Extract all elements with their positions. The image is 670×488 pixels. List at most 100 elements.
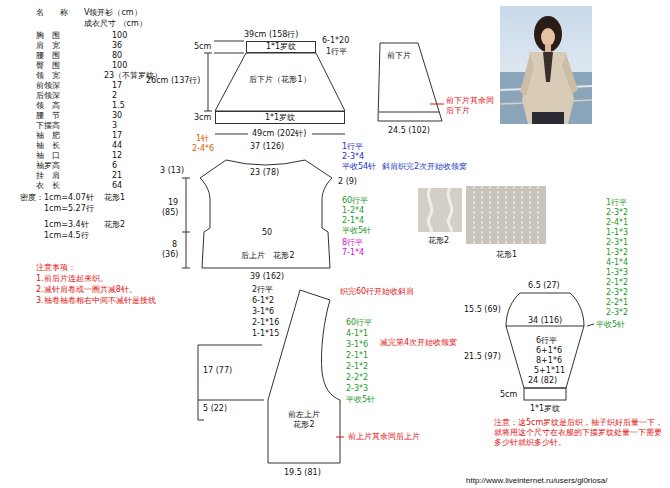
table-cell: 袖 肥	[36, 131, 60, 141]
dimension-label: 17 (77)	[203, 366, 232, 376]
piece-label: 5+1*11	[534, 366, 565, 376]
shaping-instruction: 4-1*1	[346, 329, 368, 339]
shaping-instruction: 6-1*20	[322, 36, 349, 46]
table-cell: 100	[112, 61, 127, 71]
dimension-label: 21.5 (97)	[464, 352, 501, 362]
front-upper-outline	[198, 290, 344, 463]
sleeve-piece: 34 (116)6行平6+1*68+1*65+1*1124 (82)	[506, 293, 584, 388]
table-cell: 1cm=5.27行	[44, 204, 94, 214]
piece-label: 花形2	[293, 420, 314, 430]
note-text: 织完60行开始收斜肩	[340, 287, 414, 297]
note-text: 1.前后片连起来织。	[36, 274, 108, 284]
watermark-text: http://www.liveinternet.ru/users/gl0rios…	[466, 476, 607, 486]
shaping-instruction: 2-1*1	[346, 351, 368, 361]
dimension-label: (85)	[162, 208, 178, 218]
shaping-instruction: 2-3*2	[606, 308, 628, 318]
table-cell: 44	[112, 141, 122, 151]
shaping-instruction: 2行平	[252, 285, 273, 295]
shaping-instruction: 2-3*2	[606, 288, 628, 298]
back-upper-outline	[182, 160, 332, 268]
piece-label: 前下片	[387, 51, 411, 61]
shaping-instruction: 1行平	[606, 198, 627, 208]
garment-piece: 前下片	[383, 50, 415, 62]
dimension-label: 39 (162)	[250, 272, 284, 282]
dimension-label: 24.5 (102)	[388, 126, 430, 136]
dimension-label: 5cm	[500, 390, 517, 400]
swatch-pattern-2	[418, 188, 462, 232]
dimension-label: 6.5 (27)	[528, 281, 560, 291]
dimension-label: 3cm	[194, 113, 211, 123]
shaping-instruction: 2-2*2	[346, 373, 368, 383]
table-cell: 30	[112, 111, 122, 121]
dimension-label: 8	[172, 240, 177, 250]
dimension-label: 19.5 (81)	[284, 468, 321, 478]
note-text: 减完第4次开始收领窝	[380, 338, 457, 348]
shaping-instruction: 2-1*4	[342, 216, 364, 226]
shaping-instruction: 2-3*1	[606, 238, 628, 248]
table-cell: 1cm=4.5行	[44, 231, 89, 241]
shaping-instruction: 平收5针	[346, 395, 375, 405]
table-cell: 下摆高	[36, 121, 60, 131]
shaping-instruction: 1-3*3	[606, 268, 628, 278]
table-cell: 1cm=3.4针	[44, 220, 89, 230]
table-cell: 3	[112, 121, 117, 131]
garment-piece: 后下片（花形1）	[238, 74, 322, 86]
dimension-label: (36)	[162, 250, 178, 260]
swatch-pattern-1	[466, 186, 546, 244]
dimension-label: 49cm (202针)	[252, 129, 306, 139]
model-photo	[500, 6, 592, 124]
table-cell: 臀 围	[36, 61, 60, 71]
piece-label: 1*1罗纹	[266, 42, 296, 52]
dimension-label: 5 (22)	[203, 404, 227, 414]
dimension-label: 3 (13)	[160, 166, 184, 176]
shaping-instruction: 8行平	[342, 238, 363, 248]
table-cell: V领开衫（cm）	[84, 8, 142, 18]
dimension-label: 2 (9)	[338, 177, 357, 187]
shaping-instruction: 2-4*6	[192, 144, 214, 154]
shaping-instruction: 2-3*4	[342, 152, 364, 162]
garment-piece: 后上片 花形2	[226, 250, 310, 262]
piece-label: 后下片（花形1）	[249, 75, 310, 85]
dimension-label: 39cm (158行)	[244, 30, 298, 40]
dimension-label: 23 (78)	[250, 168, 279, 178]
table-cell: 80	[112, 51, 122, 61]
shaping-instruction: 1行平	[342, 142, 363, 152]
table-cell: 17	[112, 81, 122, 91]
table-cell: 36	[112, 41, 122, 51]
table-cell: 名 称	[36, 8, 68, 18]
front-lower-outline	[378, 43, 444, 121]
shaping-instruction: 2-3*2	[606, 208, 628, 218]
table-cell: 肩 宽	[36, 41, 60, 51]
table-cell: 衣 长	[36, 181, 60, 191]
shaping-instruction: 1-2*4	[342, 206, 364, 216]
shaping-instruction: 平收54针	[342, 162, 376, 172]
note-text: 斜肩织完2次开始收领窝	[382, 162, 467, 172]
shaping-instruction: 1针	[196, 134, 209, 144]
piece-label: 后上片 花形2	[241, 251, 294, 261]
sleeve-outline	[506, 293, 594, 400]
shaping-instruction: 2-4*1	[606, 218, 628, 228]
table-cell: 袖 口	[36, 151, 60, 161]
table-cell: 64	[112, 181, 122, 191]
shaping-instruction: 7-1*4	[342, 248, 364, 258]
table-cell: 领 高	[36, 101, 60, 111]
dimension-label: 37 (126)	[250, 142, 284, 152]
piece-label: 6+1*6	[536, 346, 562, 356]
shaping-instruction: 1-1*15	[252, 329, 279, 339]
piece-label: 1*1罗纹	[265, 113, 295, 123]
dimension-label: 5cm	[194, 42, 211, 52]
shaping-instruction: 1-1*3	[606, 228, 628, 238]
shaping-instruction: 1-3*2	[606, 248, 628, 258]
table-cell: 袖罗高	[36, 161, 60, 171]
table-cell: 胸 围	[36, 31, 60, 41]
table-cell: 领 宽	[36, 71, 60, 81]
shaping-instruction: 3-1*6	[346, 340, 368, 350]
pattern-label: 花形2	[428, 236, 449, 246]
note-text: 前下片其余同后下片	[446, 96, 494, 116]
shaping-instruction: 1行平	[326, 47, 347, 57]
table-cell: 腰 围	[36, 51, 60, 61]
shaping-instruction: 平收5针	[342, 226, 371, 236]
piece-label: 8+1*6	[536, 356, 562, 366]
